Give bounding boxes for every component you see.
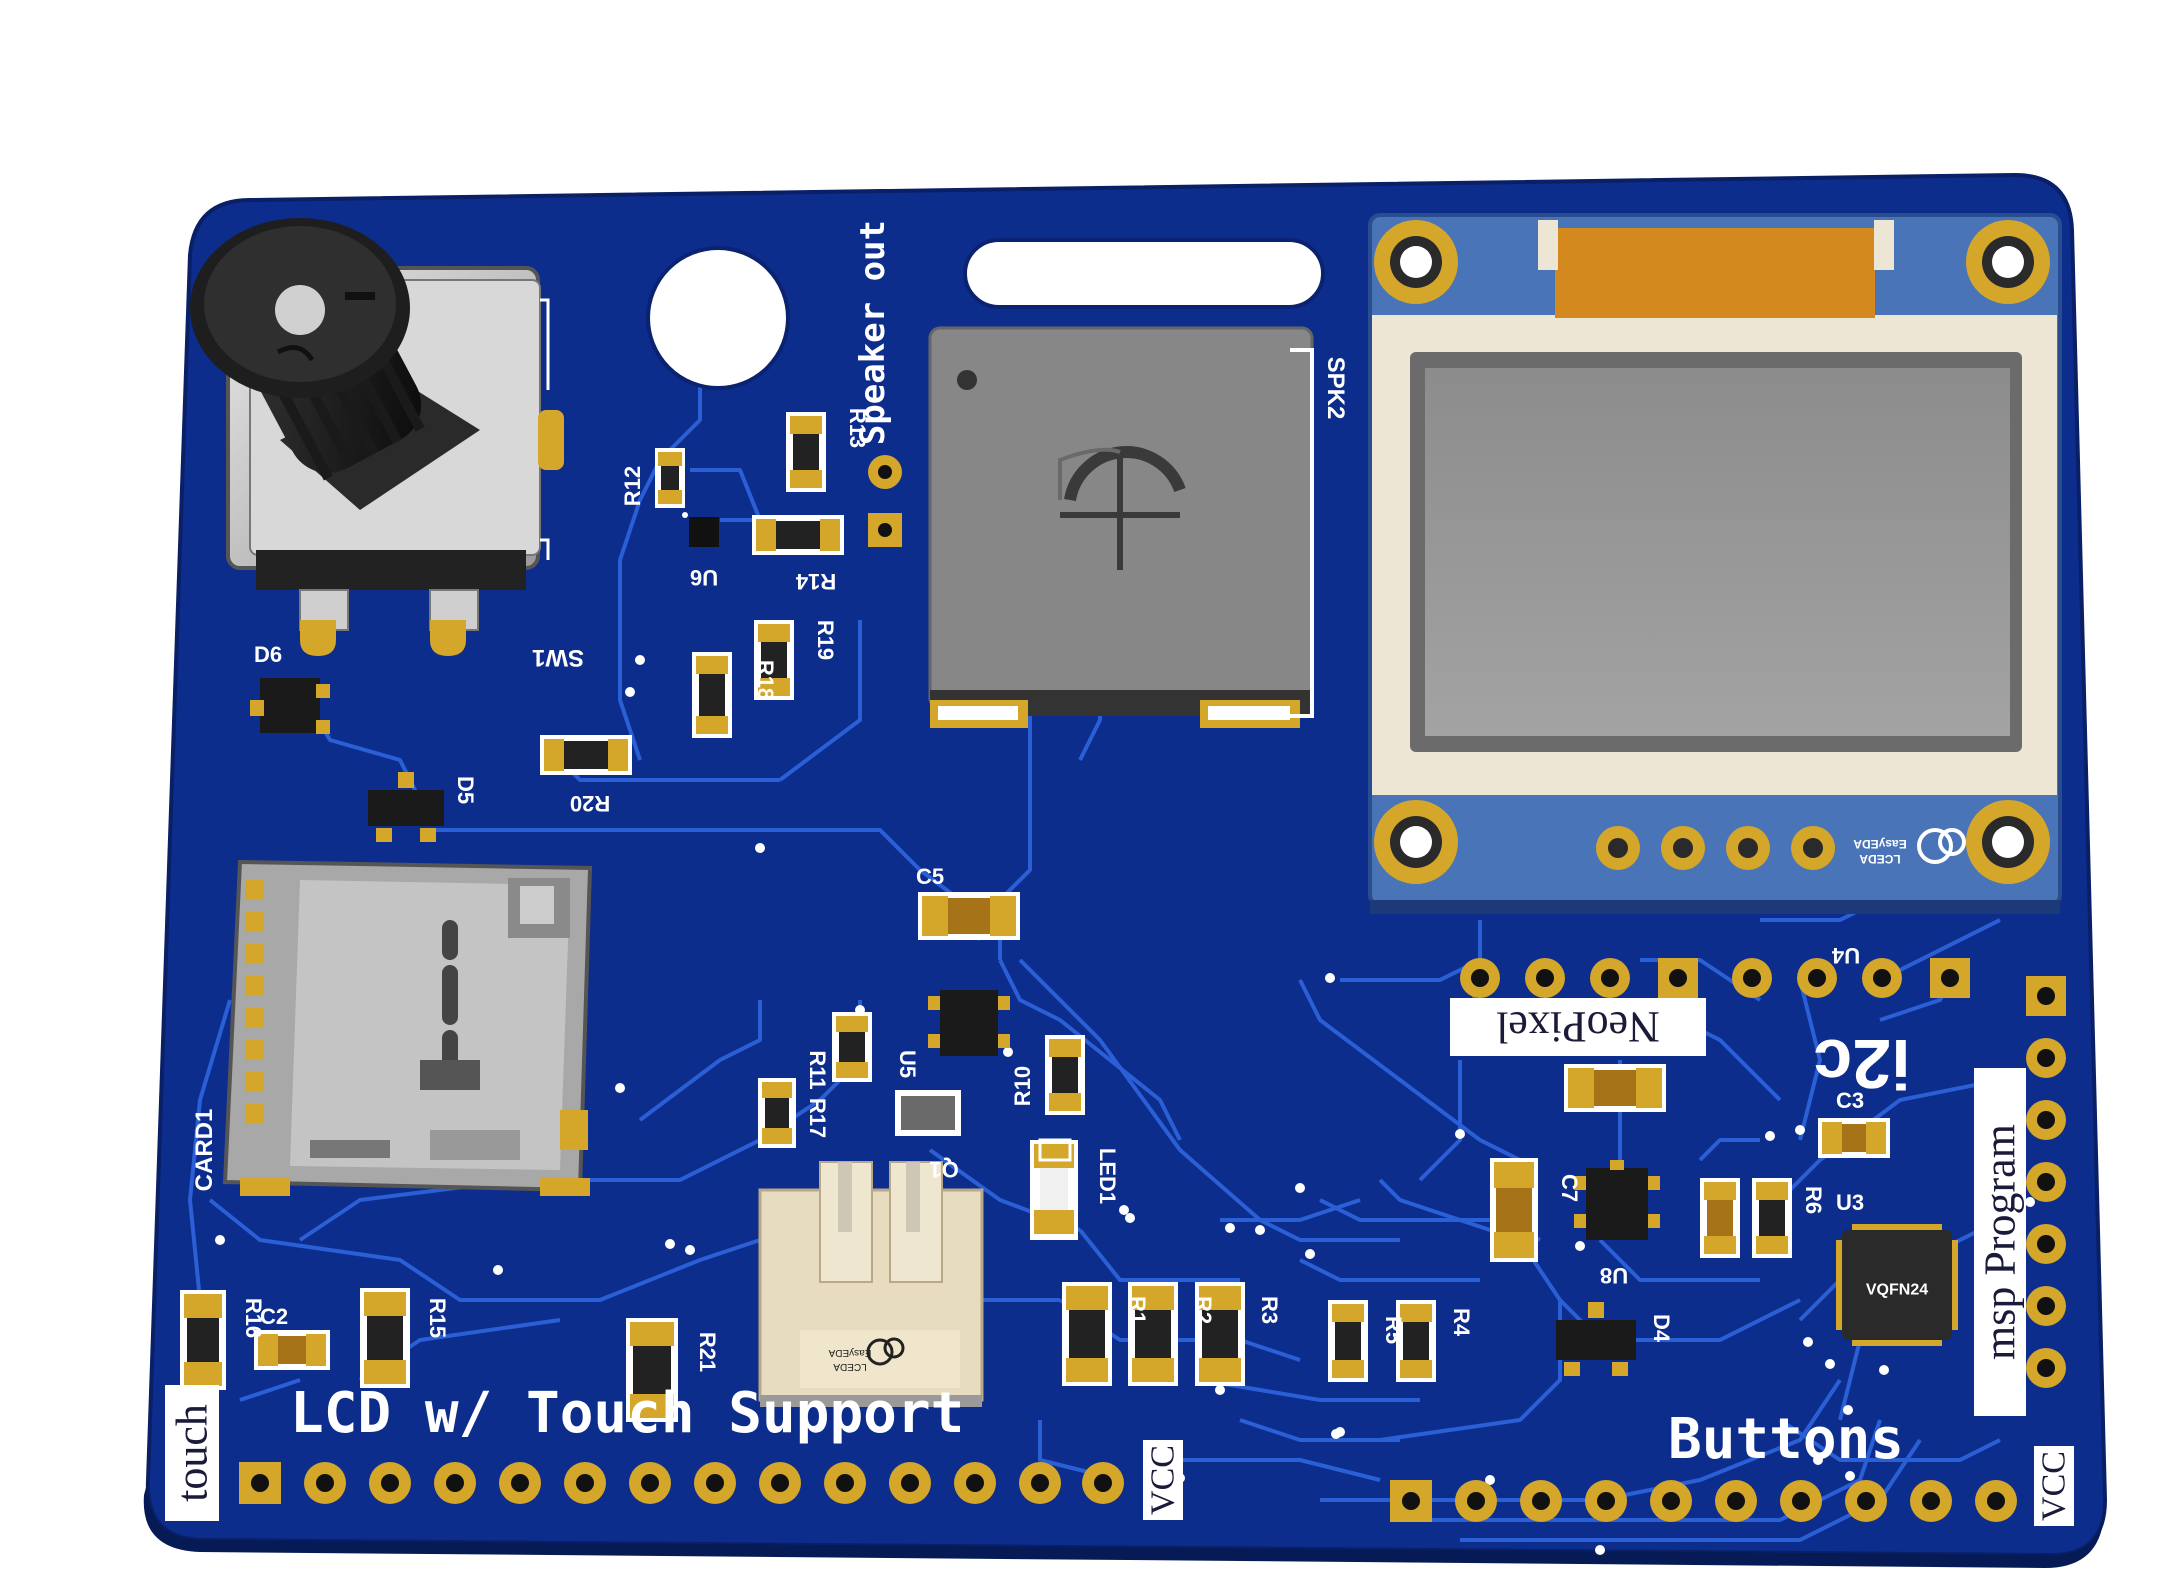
card1-label: CARD1 (191, 1109, 218, 1192)
designator-r10: R10 (1010, 1066, 1035, 1106)
designator-c7: C7 (1557, 1174, 1582, 1202)
designator-r5: R5 (1381, 1316, 1406, 1344)
spk2-outline (1290, 348, 1314, 718)
designator-r2: R2 (1191, 1296, 1216, 1324)
easyeda-logo-icon (1917, 828, 1966, 864)
designator-u6: U6 (690, 565, 718, 590)
sd-card-slot-card1 (222, 859, 593, 1196)
neopixel-label-box: NeoPixel (1450, 998, 1706, 1056)
designator-r15: R15 (425, 1298, 450, 1338)
spk2-label: SPK2 (1322, 357, 1349, 420)
smd-components (180, 412, 1958, 1422)
i2c-label: i2c (1813, 1025, 1910, 1103)
touch-label-box: touch (165, 1385, 219, 1521)
header-buttons (1390, 1480, 2017, 1522)
sw1-label: SW1 (532, 644, 584, 671)
touch-label: touch (168, 1404, 217, 1502)
msp-program-label-box: msp Program (1974, 1068, 2026, 1416)
vqfn24-label: VQFN24 (1866, 1282, 1928, 1299)
designator-c2: C2 (260, 1304, 288, 1329)
lcd-touch-label: LCD w/ Touch Support (290, 1381, 964, 1446)
silk-outlines (540, 298, 1072, 1162)
mounting-hole (646, 246, 790, 390)
designator-q1: Q1 (929, 1157, 958, 1182)
designator-d5: D5 (453, 776, 478, 804)
vcc-left-label: VCC (1145, 1445, 1182, 1515)
buttons-label: Buttons (1668, 1407, 1904, 1472)
designator-r20: R20 (570, 791, 610, 816)
designator-r1: R1 (1125, 1296, 1150, 1324)
designator-u5: U5 (895, 1050, 920, 1078)
designator-r14: R14 (795, 569, 836, 594)
speaker-out-label: Speaker out (853, 220, 893, 445)
designator-led1: LED1 (1095, 1148, 1120, 1204)
designator-u8: U8 (1600, 1263, 1628, 1288)
conn-easyeda-text: EasyEDA (828, 1347, 871, 1358)
designator-r16: R16 (241, 1298, 266, 1338)
vcc-right-label-box: VCC (2034, 1446, 2074, 1526)
oled-display: EasyEDA LCEDA (1368, 213, 2062, 914)
designator-r4: R4 (1449, 1308, 1474, 1337)
designator-r3: R3 (1257, 1296, 1282, 1324)
header-neopixel (1460, 958, 1698, 998)
designator-u3: U3 (1836, 1190, 1864, 1215)
designator-r21: R21 (695, 1332, 720, 1372)
designator-d6: D6 (254, 642, 282, 667)
designator-d4: D4 (1649, 1314, 1674, 1343)
speaker-spk2 (928, 326, 1314, 728)
speaker-slot (963, 238, 1325, 309)
designator-r17: R17 (805, 1098, 830, 1138)
designator-r13: R13 (845, 408, 870, 448)
designator-labels: R12 R13 R14 U6 R19 R18 R20 D6 D5 C5 U5 R… (241, 408, 1864, 1372)
header-i2c (1732, 958, 1970, 998)
jst-connector: EasyEDA LCEDA (758, 1161, 984, 1407)
easyeda-logo-icon (866, 1337, 905, 1366)
rotary-encoder-sw1[interactable] (190, 218, 564, 656)
conn-lceda-text: LCEDA (833, 1361, 867, 1372)
neopixel-label: NeoPixel (1496, 1003, 1660, 1052)
designator-c3: C3 (1836, 1088, 1864, 1113)
msp-program-label: msp Program (1976, 1124, 2025, 1360)
designator-r19: R19 (813, 620, 838, 660)
header-lcd (239, 1462, 1124, 1504)
designator-c5: C5 (916, 864, 944, 889)
designator-r6: R6 (1801, 1186, 1826, 1214)
designator-r18: R18 (753, 660, 778, 700)
designator-r11: R11 (805, 1050, 830, 1089)
header-msp-program (2026, 976, 2066, 1388)
designator-u4: U4 (1831, 943, 1860, 968)
speaker-terminals (868, 455, 902, 547)
oled-easyeda-text: EasyEDA (1853, 837, 1907, 851)
oled-lceda-text: LCEDA (1859, 852, 1901, 866)
designator-r12: R12 (620, 466, 645, 506)
vcc-right-label: VCC (2036, 1451, 2073, 1521)
vcc-left-label-box: VCC (1143, 1440, 1183, 1520)
